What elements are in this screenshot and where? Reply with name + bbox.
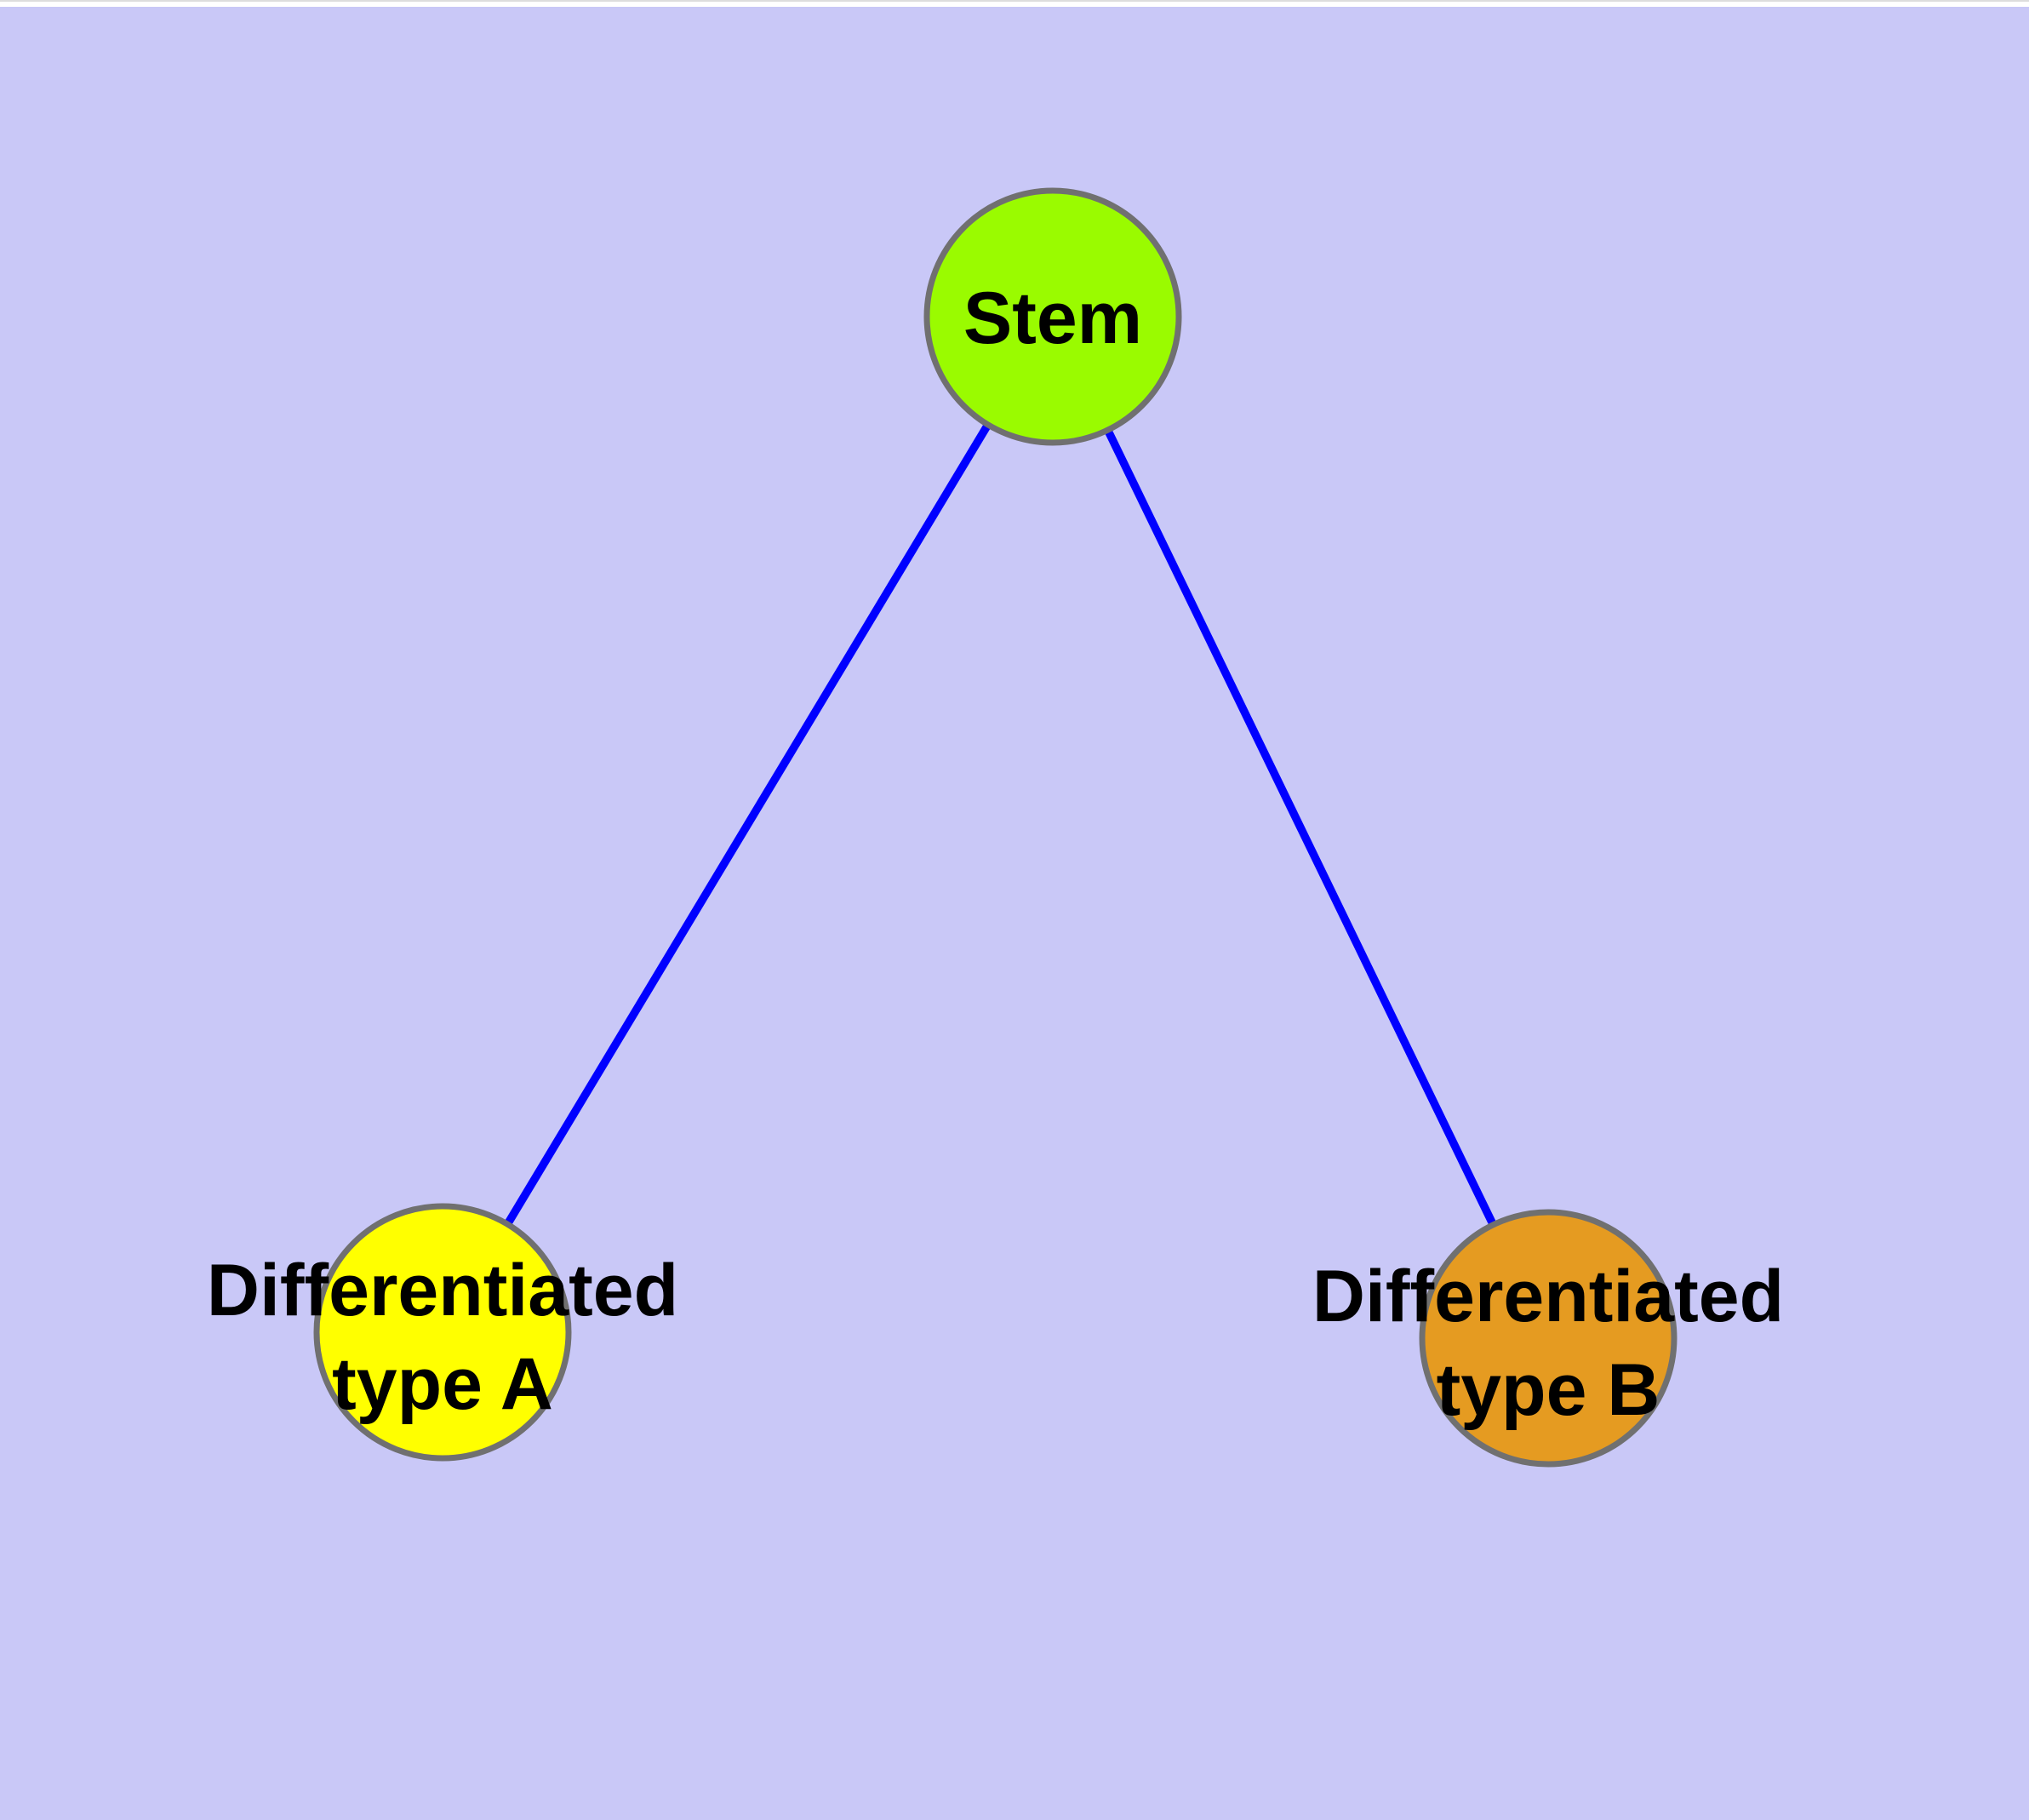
node-type-b-label-line1: Differentiated [1312,1256,1784,1337]
top-edge-line [0,0,2029,2]
node-stem-circle [923,187,1182,446]
node-differentiated-type-b: Differentiated type B [1312,1209,1784,1468]
node-type-b-label-line2: type B [1437,1349,1660,1431]
node-differentiated-type-a: Differentiated type A [207,1203,678,1462]
node-type-a-label-line1: Differentiated [207,1250,678,1331]
node-type-a-label-line2: type A [332,1343,553,1425]
node-type-a-circle [313,1203,572,1462]
node-stem-label: Stem [963,278,1142,359]
edge-stem-to-type-b [1049,314,1552,1341]
node-stem: Stem [923,187,1182,446]
node-type-b-circle [1419,1209,1677,1468]
edge-stem-to-type-a [438,314,1057,1335]
